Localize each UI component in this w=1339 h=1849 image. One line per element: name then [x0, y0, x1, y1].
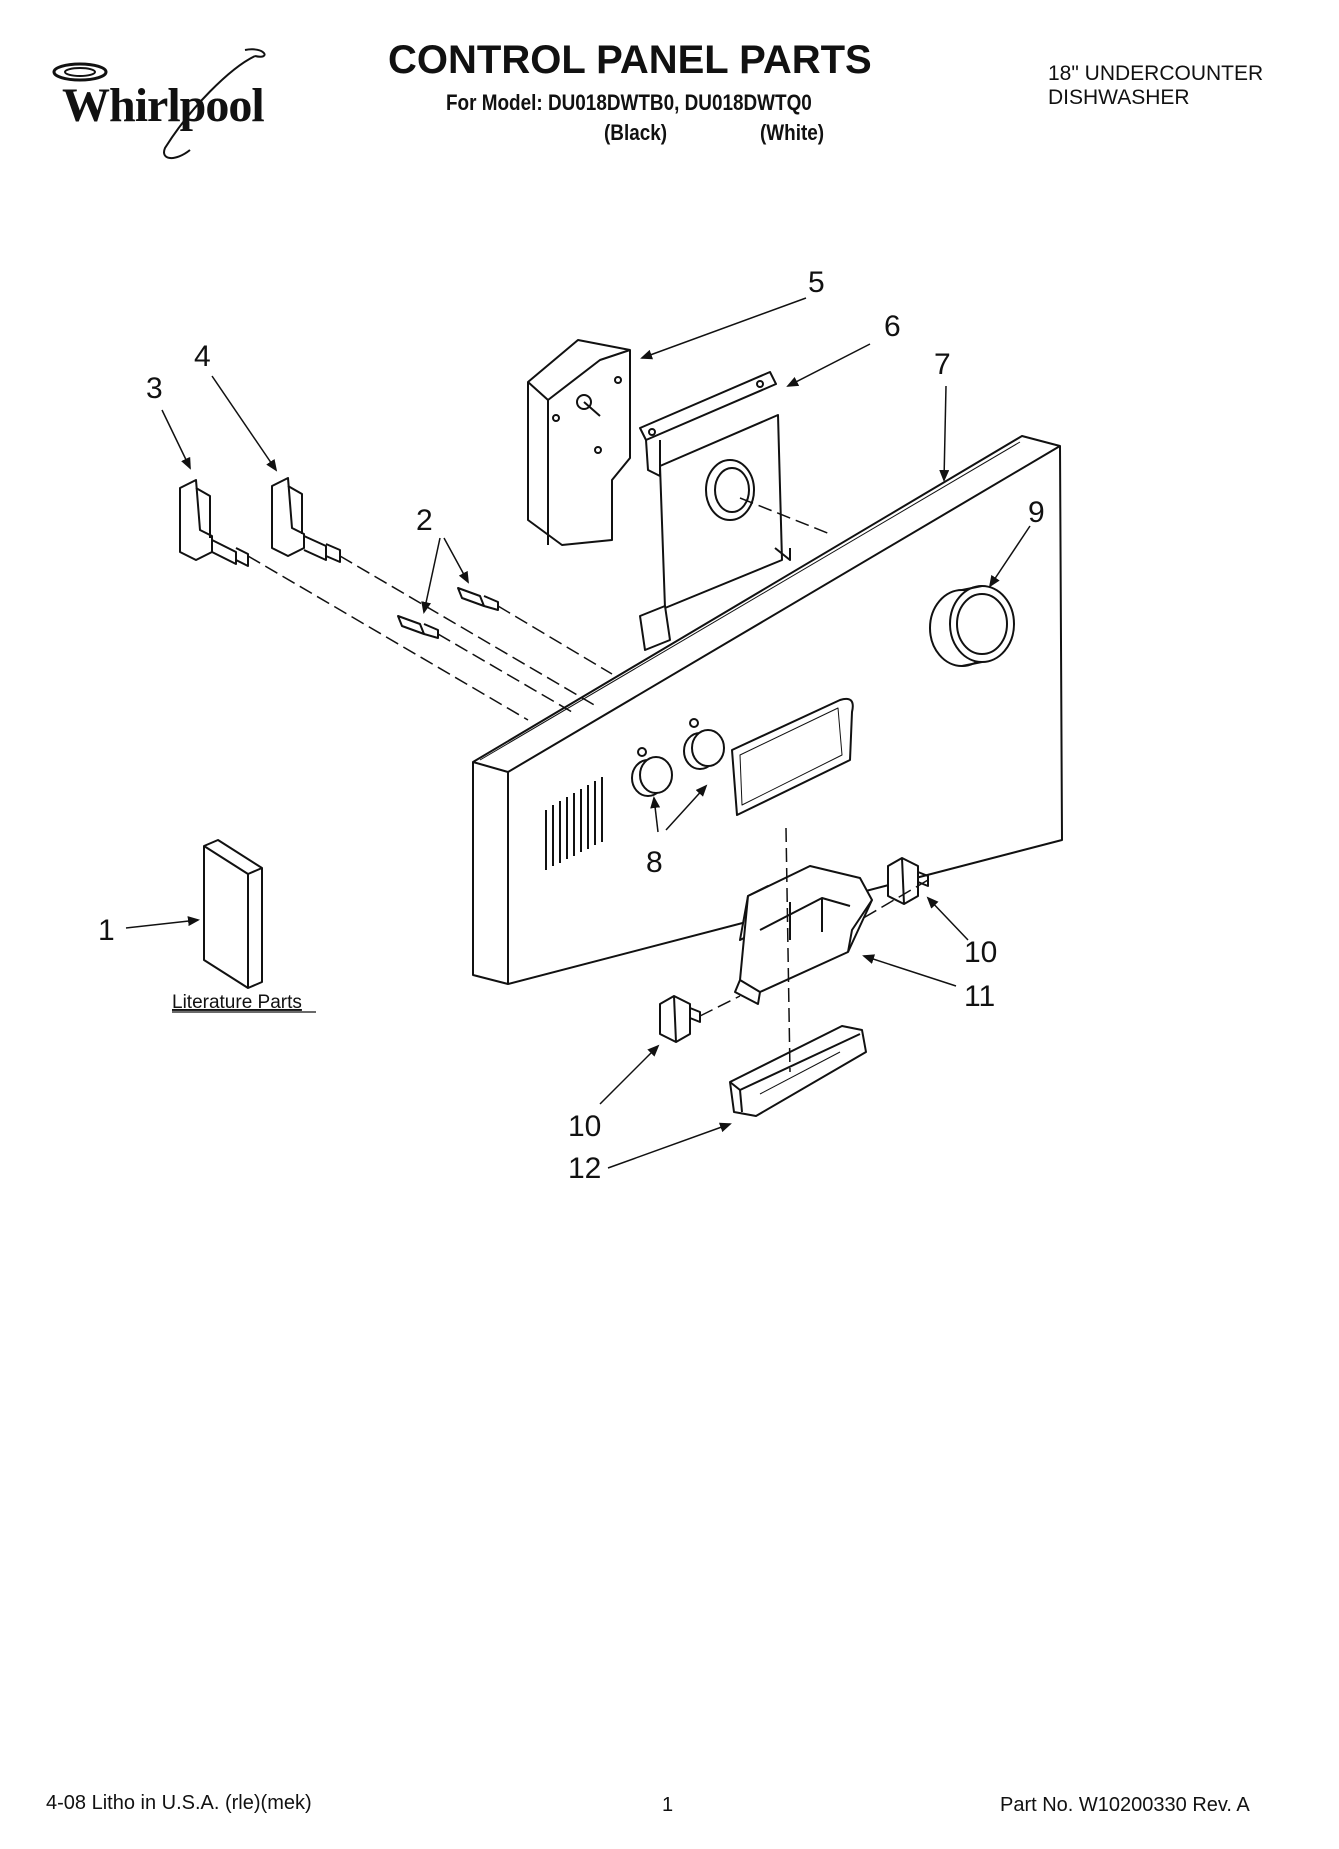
callout-8: 8 [646, 846, 663, 879]
callout-1: 1 [98, 914, 115, 947]
logo-swirl-icon [52, 48, 266, 159]
product-type-line-2: DISHWASHER [1048, 86, 1190, 109]
indicator-lamps [397, 587, 499, 639]
cover-plate [527, 339, 631, 546]
connector-lower [659, 995, 701, 1043]
callout-12: 12 [568, 1152, 601, 1185]
callout-3: 3 [146, 372, 163, 405]
panel-vent-slots [545, 777, 603, 870]
literature-booklet [203, 839, 263, 989]
callout-6: 6 [884, 310, 901, 343]
page-title: CONTROL PANEL PARTS [388, 38, 872, 82]
model-line: For Model: DU018DWTB0, DU018DWTQ0 [446, 90, 812, 115]
switch-housing [734, 865, 873, 1005]
switch-left [179, 479, 249, 567]
connector-upper [887, 857, 929, 905]
callout-7: 7 [934, 348, 951, 381]
brand-name: Whirlpool [62, 79, 265, 132]
brand-logo: Whirlpool [40, 38, 280, 168]
callout-4: 4 [194, 340, 211, 373]
timer-knob [929, 585, 1015, 667]
variant-white: (White) [760, 120, 825, 145]
callout-2: 2 [416, 504, 433, 537]
switch-right [271, 477, 341, 563]
callout-5: 5 [808, 266, 825, 299]
footer-page-number: 1 [662, 1794, 674, 1816]
callout-11: 11 [964, 980, 995, 1013]
literature-parts-label: Literature Parts [172, 992, 302, 1013]
callout-10-lower: 10 [568, 1110, 601, 1143]
footer-litho: 4-08 Litho in U.S.A. (rle)(mek) [46, 1792, 312, 1814]
mounting-bracket [639, 371, 791, 651]
variant-black: (Black) [604, 120, 668, 145]
button-bezel [729, 1025, 867, 1117]
control-panel-console [472, 435, 1063, 985]
product-type-line-1: 18" UNDERCOUNTER [1048, 62, 1264, 85]
callout-9: 9 [1028, 496, 1045, 529]
callout-10-upper: 10 [964, 936, 997, 969]
panel-display-window [731, 697, 854, 816]
push-buttons [631, 718, 725, 797]
footer-part-number: Part No. W10200330 Rev. A [1000, 1794, 1250, 1816]
